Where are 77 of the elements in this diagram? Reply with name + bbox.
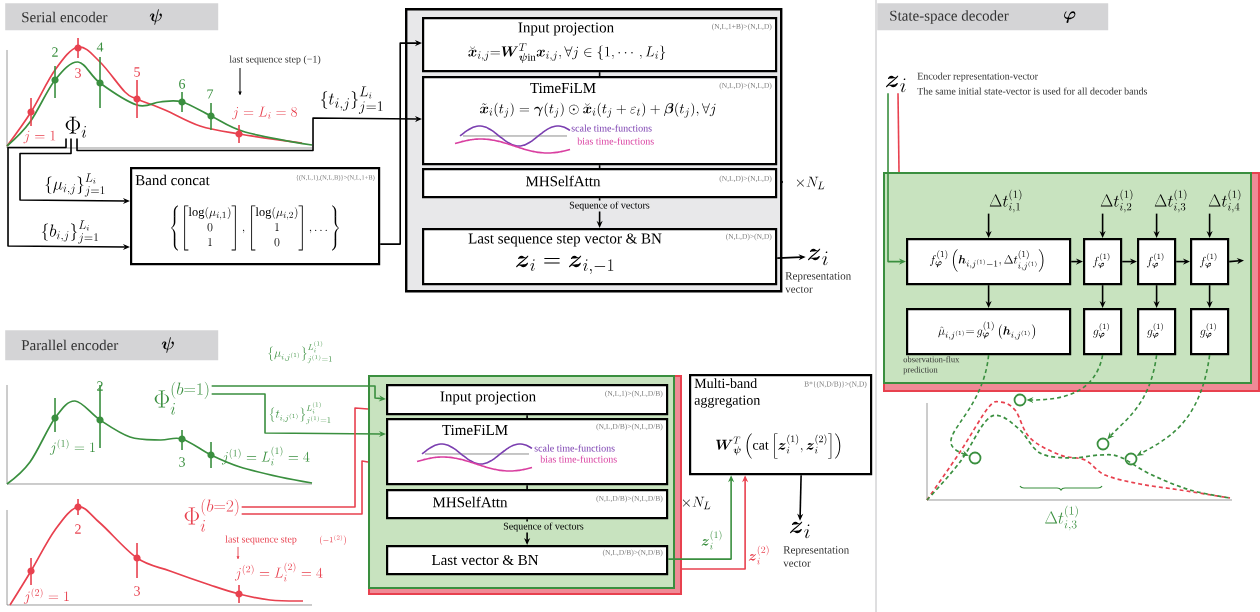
observation-marker: [968, 451, 982, 465]
point-label: $j=1$: [23, 130, 56, 144]
time-step-label: $\Delta t_{i,3}^{(1)}$: [1154, 189, 1187, 213]
node-label: $\tilde{\boldsymbol{x}}_i(t_j)=\boldsymbol{\gamma}(t_j)\odot\breve{\boldsymbol{x}}_i(t_j+\varepsilon_t)+\boldsymbol{\beta}(t_j),\forall j$: [480, 102, 716, 118]
point-label: $j^{(1)}=L_i^{(1)}=4$: [221, 446, 310, 466]
edge-label: Sequence of vectors: [568, 200, 651, 212]
section-header: Serial encoder $\boldsymbol{\psi}$: [5, 3, 219, 31]
node-label: TimeFiLM: [530, 82, 596, 94]
observation-marker: [1013, 393, 1027, 407]
node-label: scale time-functions: [534, 444, 615, 452]
section-header: State-space decoder $\boldsymbol{\varphi}$: [877, 3, 1109, 31]
interval-label: $\Delta t_{i,3}^{(1)}$: [1043, 504, 1081, 532]
observation-marker: [1124, 452, 1138, 466]
edge-label: $\left\{\mu_{i,j^{(1)}}\right\}_{j^{(1)}=1}^{L_i^{(1)}}$: [268, 340, 332, 364]
node-label: bias time-functions: [540, 455, 617, 463]
point-label: 5: [134, 67, 140, 77]
connector-line: [598, 164, 601, 169]
node-label: bias time-functions: [577, 137, 654, 145]
transition-box: $f_{\boldsymbol{\varphi}}^{(1)}$: [1083, 238, 1123, 286]
edge-label: $\{t_{i,j}\}_{j=1}^{L_i}$: [321, 86, 383, 114]
emission-box: $g_{\boldsymbol{\varphi}}^{(1)}$: [1137, 308, 1177, 356]
connector-line: [598, 71, 601, 77]
connector-line: [240, 460, 369, 515]
section-header: Parallel encoder $\boldsymbol{\psi}$: [5, 330, 219, 361]
point-label: 2: [75, 524, 81, 534]
point-label: $j=L_i=8$: [232, 106, 297, 120]
point-label: 3: [134, 586, 140, 596]
caption-text: Representation vector: [785, 272, 852, 293]
math-symbol: $\Phi_i^{(b=2)}$: [184, 498, 239, 532]
connector-line: [897, 92, 900, 173]
time-step-label: $\Delta t_{i,4}^{(1)}$: [1208, 189, 1241, 213]
node-label: scale time-functions: [571, 124, 652, 132]
edge-label: $\{\mu_{i,j}\}_{j=1}^{L_i}$: [45, 173, 105, 197]
point-label: 3: [75, 68, 81, 78]
caption-text: Representation vector: [783, 546, 850, 567]
annotation-text: last sequence step (−1): [229, 55, 321, 65]
output-symbol: $\boldsymbol{z}_i$: [885, 75, 906, 93]
observation-marker: [1096, 437, 1110, 451]
connector-line: [526, 484, 528, 490]
dashed-arrow: [950, 354, 990, 457]
annotation-text: $\left(-1^{(2)}\right)$: [320, 534, 346, 546]
emission-box: $\hat{\mu}_{i,j^{(1)}}{=}\,g_{\boldsymbol{\varphi}}^{(1)}\left(\boldsymbol{h}_{i,j^{(1)}}\right)$: [906, 308, 1072, 356]
transition-box: $f_{\boldsymbol{\varphi}}^{(1)}$: [1137, 238, 1177, 286]
emission-box: $g_{\boldsymbol{\varphi}}^{(1)}$: [1083, 308, 1123, 356]
point-label: $j^{(2)}=L_i^{(2)}=4$: [234, 562, 323, 582]
caption-text: Encoder representation-vector: [917, 72, 1038, 82]
connector-line: [526, 414, 528, 419]
edge-label: $\{b_{i,j}\}_{j=1}^{L_i}$: [41, 220, 98, 244]
time-step-label: $\Delta t_{i,1}^{(1)}$: [989, 189, 1022, 213]
repeat-label: $\times N_L$: [682, 496, 711, 510]
arrow: [76, 115, 422, 152]
output-symbol: $\boldsymbol{z}_i$: [807, 248, 828, 266]
point-label: 2: [52, 47, 58, 57]
edge-label: $\boldsymbol{z}_i^{(2)}$: [748, 545, 769, 565]
repeat-label: $\times N_L$: [796, 176, 825, 190]
transition-box: $f_{\boldsymbol{\varphi}}^{(1)}$: [1190, 238, 1230, 286]
arrow: [524, 518, 531, 545]
caption-text: The same initial state-vector is used for all decoder bands: [917, 87, 1148, 95]
time-step-label: $\Delta t_{i,2}^{(1)}$: [1100, 189, 1133, 213]
transition-box: $f_{\boldsymbol{\varphi}}^{(1)}\left(\boldsymbol{h}_{i,j^{(1)}-1},\Delta t_{i,j^{(1)}}^{(1)}\right)$: [906, 238, 1072, 286]
point-label: 3: [179, 457, 185, 467]
edge-label: $\left\{t_{i,j^{(1)}}\right\}_{j^{(1)}=1}^{L_i^{(1)}}$: [269, 401, 331, 425]
math-symbol: $\Phi_i^{(b=1)}$: [154, 381, 209, 415]
emission-box: $g_{\boldsymbol{\varphi}}^{(1)}$: [1190, 308, 1230, 356]
annotation-text: last sequence step: [225, 535, 297, 545]
arrow: [379, 40, 422, 245]
output-symbol: $\boldsymbol{z}_i$: [789, 521, 810, 539]
edge-label: $\boldsymbol{z}_i^{(1)}$: [701, 530, 722, 550]
point-label: 2: [97, 381, 103, 391]
node-label: TimeFiLM: [442, 424, 508, 436]
math-symbol: $\Phi_i$: [65, 116, 87, 138]
point-label: $j^{(1)}=1$: [49, 439, 95, 455]
connector-line: [240, 407, 369, 508]
edge-label: Sequence of vectors: [502, 521, 585, 533]
point-label: 6: [179, 79, 186, 89]
point-label: 7: [207, 89, 214, 99]
point-label: $j^{(2)}=1$: [23, 588, 69, 604]
